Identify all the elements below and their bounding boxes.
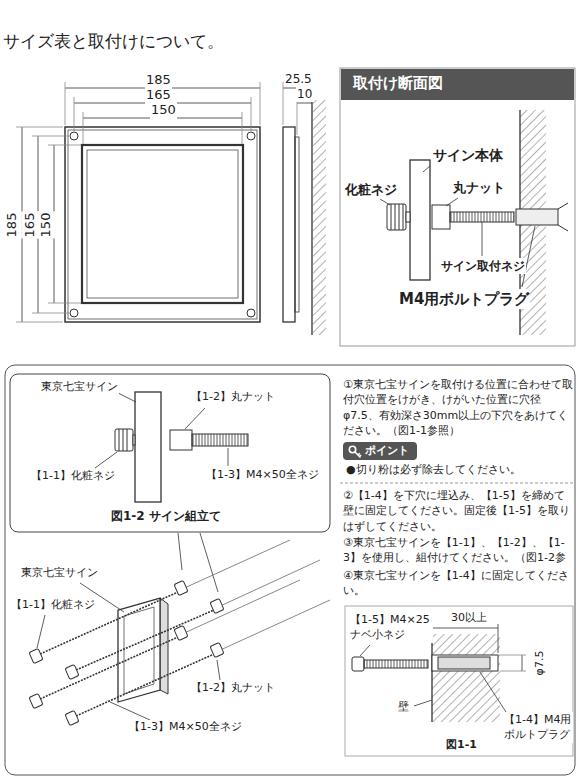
sign-side-view (283, 127, 295, 322)
part-label: 【1-1】化粧ネジ (30, 469, 116, 484)
instruction-note: ●切り粉は必ず除去してください。 (345, 463, 522, 478)
figure-caption: 図1-2 サイン組立て (110, 508, 222, 524)
cross-section-panel (340, 68, 575, 346)
figure-caption: 図1-1 (445, 738, 478, 753)
part-label: 化粧ネジ (344, 181, 398, 199)
part-label: 壁 (397, 700, 410, 715)
dimension: 185 (3, 212, 21, 239)
part-label: 【1-5】M4×25 ナベ小ネジ (349, 612, 433, 643)
figure-1-1-frame (345, 606, 573, 756)
part-label: M4用ボルトプラグ (398, 289, 530, 309)
sign-assembly-drawing (95, 392, 248, 592)
part-label: サイン取付ネジ (440, 258, 526, 274)
dimension: 30以上 (450, 611, 488, 626)
point-badge: ポイント (343, 442, 417, 460)
dimension-lines (16, 82, 312, 322)
part-label: 丸ナット (452, 179, 506, 197)
part-label: サイン本体 (432, 146, 504, 165)
key-icon (348, 445, 362, 459)
part-label: 【1-3】M4×50全ネジ (205, 468, 320, 483)
node-text: ポイント (365, 444, 409, 458)
separator (340, 483, 575, 484)
dimension: 25.5 (284, 71, 313, 87)
wall-hatch (313, 100, 326, 335)
part-label: 東京七宝サイン (40, 380, 119, 395)
instruction: ②【1-4】を下穴に埋込み、【1-5】を締めて壁に固定してください。固定後【1-… (342, 488, 574, 534)
node-text: 取付け断面図 (353, 74, 562, 94)
header-band: 取付け断面図 (341, 69, 574, 100)
dimension: 150 (150, 101, 177, 119)
part-label: 【1-2】丸ナット (190, 681, 276, 696)
assembly-panel (5, 365, 575, 775)
part-label: 【1-3】M4×50全ネジ (128, 720, 243, 735)
mounting-hole (70, 132, 78, 140)
cross-section-drawing (380, 110, 568, 335)
dimension: 150 (37, 212, 55, 239)
part-label: 【1-1】化粧ネジ (10, 598, 96, 613)
dimension: 10 (296, 86, 313, 102)
part-label: 【1-4】M4用 ボルトプラグ (503, 712, 573, 743)
dimension: φ7.5 (533, 650, 548, 677)
part-label: 【1-2】丸ナット (190, 390, 276, 405)
instruction: ①東京七宝サインを取付ける位置に合わせて取付穴位置をけがき、けがいた位置に穴径φ… (342, 377, 574, 439)
page-title: サイズ表と取付けについて。 (2, 30, 225, 53)
instruction: ④東京七宝サインを【1-4】に固定してください。 (342, 568, 574, 599)
part-label: 東京七宝サイン (20, 566, 99, 581)
dimension: 165 (21, 212, 39, 239)
sign-plate-outline (65, 127, 260, 322)
inset-figure-1-2 (10, 374, 330, 532)
